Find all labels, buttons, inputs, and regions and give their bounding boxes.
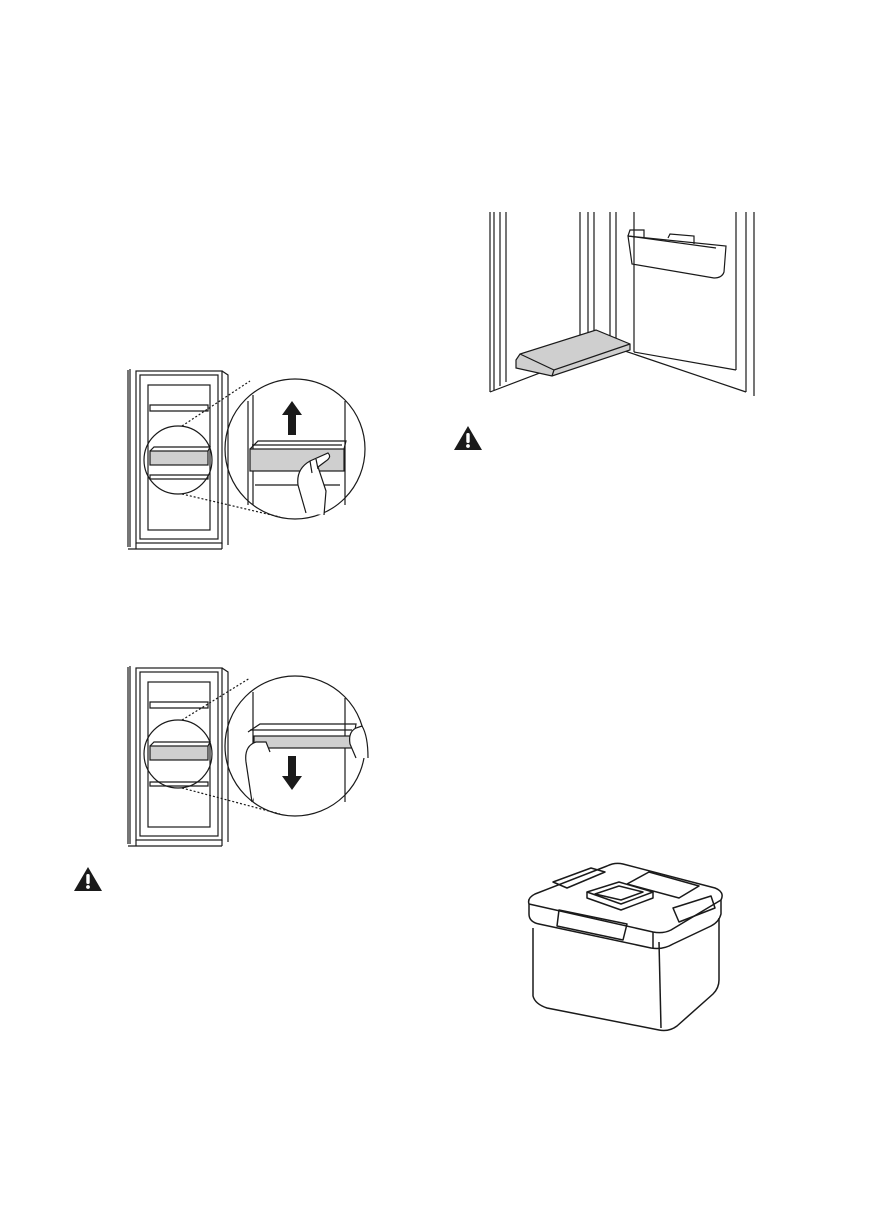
figure-open-door-with-tray [484,210,770,400]
figure-storage-container [523,858,727,1036]
arrow-down-icon [282,756,302,790]
figure-door-shelf-lift [120,365,370,555]
arrow-up-icon [282,401,302,435]
warning-triangle-icon [73,866,103,892]
warning-triangle-icon [453,425,483,451]
figure-door-shelf-insert [120,662,370,852]
